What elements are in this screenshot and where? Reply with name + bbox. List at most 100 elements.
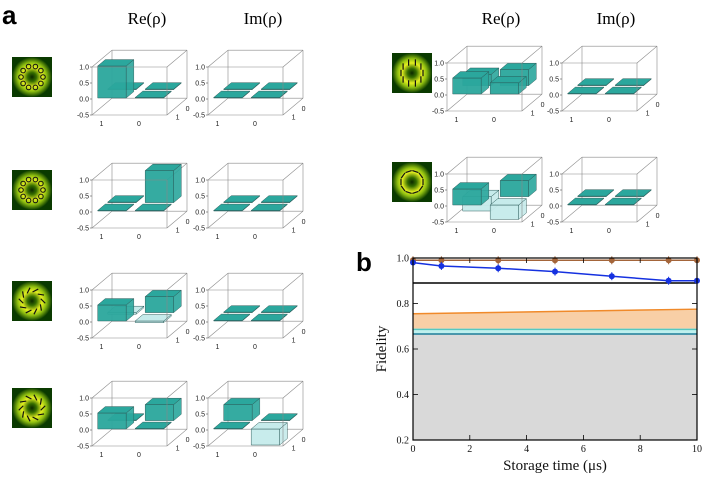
matrix-bar: [97, 406, 135, 430]
bar-front-face: [223, 404, 253, 421]
z-tick-label: 0.0: [79, 427, 89, 434]
beam-intensity: [12, 170, 52, 210]
z-tick-label: 0.5: [195, 411, 205, 418]
z-tick-label: 0.0: [549, 92, 559, 99]
axis-box-edge: [282, 210, 304, 229]
axis-box-edge: [166, 210, 188, 229]
polarization-mark: [32, 63, 39, 70]
z-tick-label: 1.0: [549, 171, 559, 178]
polarization-mark: [32, 84, 39, 91]
z-tick-label: 0.0: [79, 209, 89, 216]
polarization-mark: [38, 180, 44, 187]
density-matrix-plots: 1.00.50.0-0.511001.00.50.0-0.511001.00.5…: [77, 45, 660, 459]
z-tick-label: 1.0: [195, 287, 205, 294]
z-tick-label: 1.0: [79, 64, 89, 71]
threshold-band: [413, 329, 697, 334]
x-axis-label: Storage time (μs): [503, 458, 607, 474]
polarization-mark: [25, 395, 32, 400]
x-tick-label: 10: [692, 444, 702, 455]
row-basis-label: 1: [570, 117, 574, 124]
polarization-mark: [40, 298, 46, 304]
row-basis-label: 1: [100, 452, 104, 459]
matrix-bar: [134, 90, 172, 99]
row-basis-label: 1: [100, 234, 104, 241]
polarization-mark: [20, 80, 26, 87]
bar-top-face: [134, 314, 172, 322]
polarization-mark: [400, 172, 406, 179]
bar-top-face: [250, 90, 288, 98]
matrix-bar: [223, 195, 261, 204]
beam-profiles: [12, 53, 432, 428]
bar-front-face: [97, 65, 127, 99]
polarization-mark: [32, 176, 39, 183]
matrix-bar: [97, 298, 135, 322]
column-basis-label: 0: [186, 219, 190, 226]
axis-box-edge: [91, 428, 113, 447]
beam-profile: [12, 170, 52, 210]
polarization-mark: [20, 193, 26, 200]
z-tick-label: 0.0: [549, 203, 559, 210]
polarization-mark: [25, 84, 32, 91]
z-tick-label: 0.0: [195, 209, 205, 216]
threshold-band: [413, 333, 697, 440]
axis-box-edge: [636, 93, 658, 112]
polarization-mark: [26, 287, 31, 294]
axis-box-edge: [282, 272, 304, 291]
data-point: [608, 257, 615, 264]
z-tick-label: -0.5: [77, 335, 89, 342]
beam-profile: [12, 281, 52, 321]
fidelity-series: [410, 256, 700, 285]
bar-top-face: [250, 422, 288, 430]
polarization-mark: [25, 197, 32, 204]
z-tick-label: 0.5: [79, 80, 89, 87]
column-basis-label: 0: [186, 437, 190, 444]
axis-box-edge: [521, 93, 543, 112]
matrix-bar: [577, 78, 615, 87]
column-basis-label: 1: [292, 227, 296, 234]
z-tick-label: 0.5: [79, 303, 89, 310]
z-tick-label: 0.5: [79, 411, 89, 418]
z-tick-label: 0.0: [434, 92, 444, 99]
bar-front-face: [499, 180, 529, 197]
polarization-mark: [38, 67, 44, 74]
column-basis-label: 0: [302, 437, 306, 444]
bar-top-face: [250, 313, 288, 321]
z-tick-label: 1.0: [79, 177, 89, 184]
row-basis-label: 0: [607, 228, 611, 235]
matrix-bar: [577, 189, 615, 198]
row-basis-label: 1: [216, 121, 220, 128]
bar-front-face: [489, 82, 519, 95]
z-tick-label: 1.0: [195, 64, 205, 71]
bar-top-face: [223, 82, 261, 90]
bar-top-face: [489, 76, 527, 84]
row-basis-label: 0: [253, 121, 257, 128]
beam-profile: [12, 57, 52, 97]
z-tick-label: 1.0: [195, 395, 205, 402]
z-tick-label: 0.0: [434, 203, 444, 210]
z-tick-label: 1.0: [195, 177, 205, 184]
axis-box-edge: [282, 162, 304, 181]
x-tick-label: 0: [411, 444, 416, 455]
matrix-bar: [260, 413, 298, 422]
threshold-bands: [413, 309, 697, 440]
z-tick-label: -0.5: [77, 443, 89, 450]
x-tick-label: 2: [467, 444, 472, 455]
row-basis-label: 1: [455, 117, 459, 124]
polarization-mark: [19, 306, 27, 309]
polarization-mark: [39, 398, 42, 405]
axis-box-edge: [207, 210, 229, 229]
axis-box-edge: [166, 49, 188, 68]
x-tick-label: 8: [638, 444, 643, 455]
z-tick-label: 1.0: [549, 60, 559, 67]
bar-top-face: [97, 59, 135, 67]
bar-top-face: [213, 421, 251, 429]
bar-top-face: [260, 305, 298, 313]
z-tick-label: -0.5: [77, 225, 89, 232]
column-basis-label: 1: [646, 221, 650, 228]
polarization-mark: [38, 80, 44, 87]
bar-top-face: [452, 182, 490, 190]
